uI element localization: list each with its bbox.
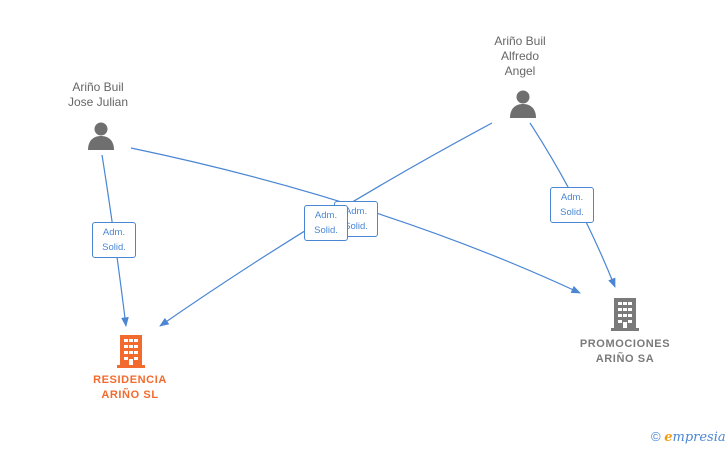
copyright-symbol: © <box>651 429 661 444</box>
building-icon[interactable] <box>609 296 641 332</box>
relation-label-p2-c1[interactable]: Adm. Solid. <box>304 205 348 241</box>
company-name-line: ARIÑO SL <box>101 389 159 401</box>
person-icon[interactable] <box>86 120 116 150</box>
brand-name: mpresia <box>672 430 726 445</box>
relation-label-p2-c2[interactable]: Adm. Solid. <box>550 187 594 223</box>
person-name-line: Angel <box>504 64 536 78</box>
brand-initial: e <box>664 430 673 445</box>
relation-label-line: Adm. <box>344 206 368 217</box>
person-icon[interactable] <box>508 88 538 118</box>
company-name-line: RESIDENCIA <box>93 374 167 386</box>
person-name-line: Alfredo <box>500 49 540 63</box>
company-name-line: PROMOCIONES <box>579 338 671 350</box>
company-name-promociones-arino[interactable]: PROMOCIONES ARIÑO SA <box>565 337 685 367</box>
brand-logo[interactable]: © empresia <box>651 429 726 445</box>
person-name-line: Ariño Buil <box>494 34 546 48</box>
relation-label-line: Solid. <box>344 221 368 232</box>
company-name-residencia-arino[interactable]: RESIDENCIA ARIÑO SL <box>70 373 190 403</box>
person-name-line: Jose Julian <box>67 95 129 109</box>
company-name-line: ARIÑO SA <box>595 353 655 365</box>
relation-label-line: Solid. <box>314 225 338 236</box>
relation-label-line: Adm. <box>102 227 126 238</box>
building-icon[interactable] <box>115 333 147 369</box>
relation-label-line: Adm. <box>314 210 338 221</box>
person-name-jose-julian[interactable]: Ariño Buil Jose Julian <box>48 80 148 110</box>
relation-label-line: Solid. <box>102 242 126 253</box>
relation-label-p1-c1[interactable]: Adm. Solid. <box>92 222 136 258</box>
person-name-line: Ariño Buil <box>72 80 124 94</box>
relation-label-line: Adm. <box>560 192 584 203</box>
person-name-alfredo-angel[interactable]: Ariño Buil Alfredo Angel <box>470 34 570 79</box>
relation-label-line: Solid. <box>560 207 584 218</box>
